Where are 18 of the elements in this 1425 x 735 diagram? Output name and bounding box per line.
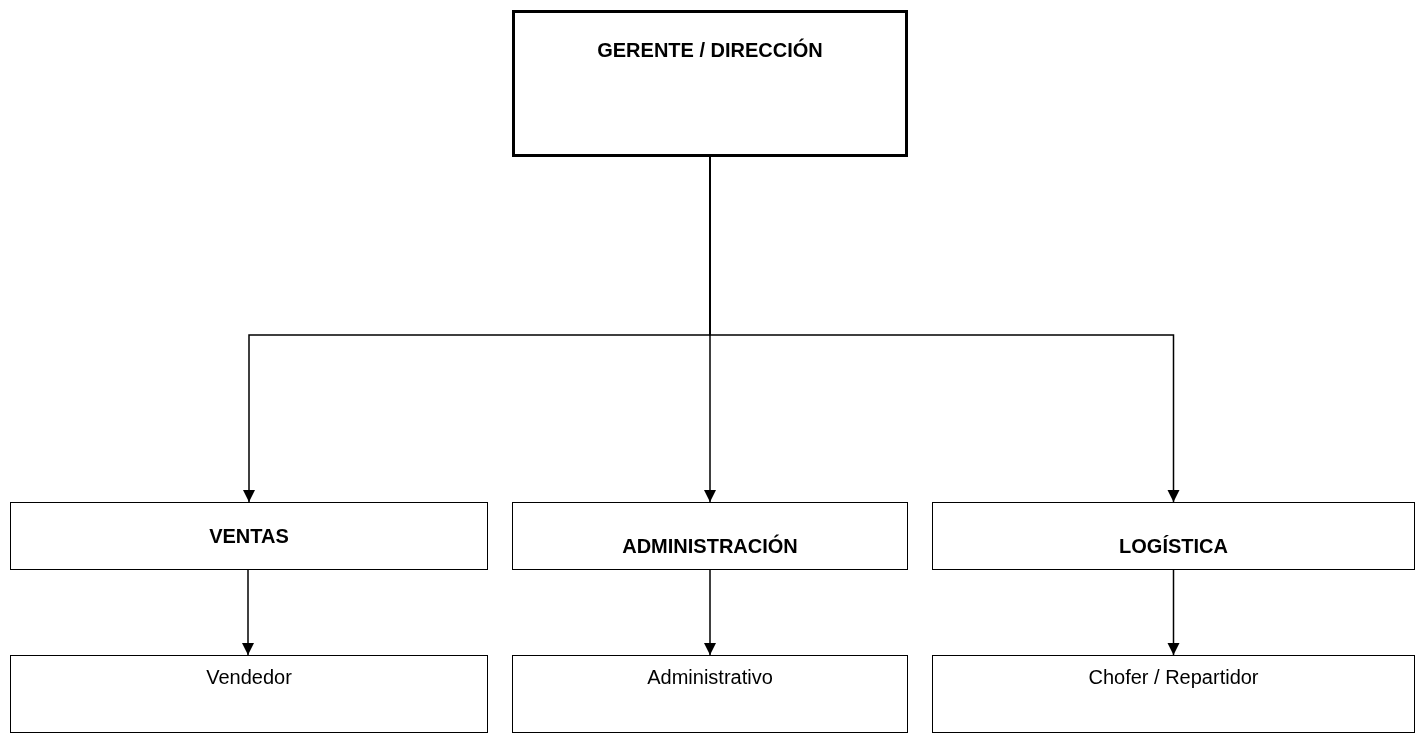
role-label: VENTAS — [208, 525, 290, 548]
org-box — [512, 10, 908, 157]
org-box — [932, 502, 1415, 570]
role-label: Chofer / Repartidor — [1087, 666, 1260, 689]
role-label: Vendedor — [205, 666, 293, 689]
role-label: ADMINISTRACIÓN — [621, 535, 799, 558]
role-label: LOGÍSTICA — [1118, 535, 1229, 558]
arrow — [1167, 569, 1180, 656]
arrow — [242, 569, 254, 656]
org-box — [512, 655, 908, 733]
org-box — [10, 502, 488, 570]
org-box — [512, 502, 908, 570]
org-box — [10, 655, 488, 733]
arrow — [704, 569, 716, 656]
org-box — [932, 655, 1415, 733]
role-label: Administrativo — [646, 666, 774, 689]
arrow — [709, 156, 1180, 503]
role-label: GERENTE / DIRECCIÓN — [596, 39, 824, 62]
